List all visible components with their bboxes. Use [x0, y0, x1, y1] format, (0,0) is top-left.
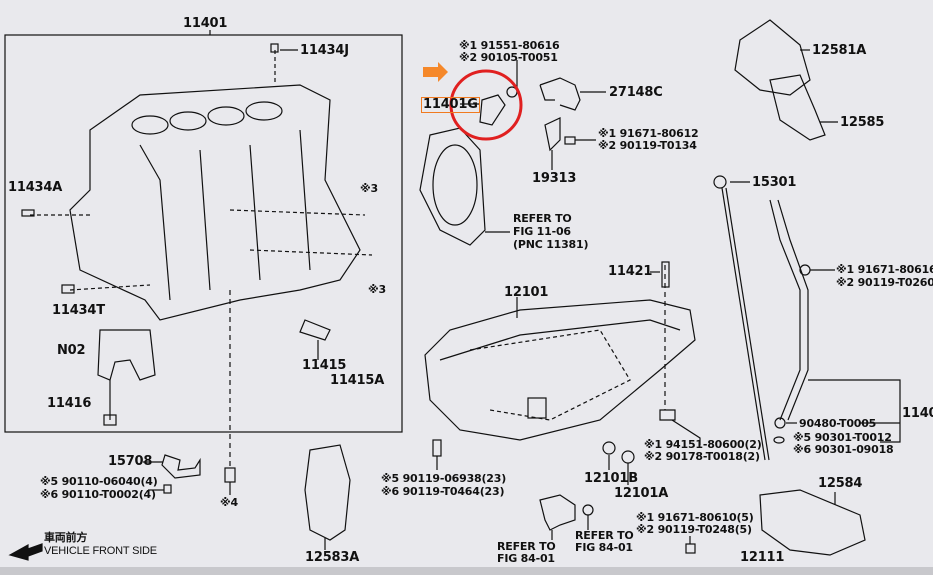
- part-label-12584[interactable]: 12584: [818, 476, 863, 491]
- ref-note-3: ※3: [368, 283, 386, 296]
- part-label-11434t[interactable]: 11434T: [52, 303, 105, 318]
- orange-pointer-arrow-icon: [423, 62, 448, 82]
- ref-note-3: ※3: [360, 182, 378, 195]
- engine-block-frame: [4, 34, 403, 433]
- part-label-11401g[interactable]: 11401G: [421, 97, 480, 113]
- figure-link[interactable]: FIG 11-06: [513, 225, 571, 238]
- refer-to-label: REFER TO: [575, 529, 634, 542]
- part-number-label[interactable]: ※5 90301-T0012: [793, 431, 892, 444]
- refer-to-label: REFER TO: [513, 212, 572, 225]
- part-label-12581a[interactable]: 12581A: [812, 43, 867, 58]
- part-label-27148c[interactable]: 27148C: [609, 85, 663, 100]
- figure-link[interactable]: FIG 84-01: [575, 541, 633, 554]
- part-number-label[interactable]: ※6 90110-T0002(4): [40, 488, 156, 501]
- engine-block: [69, 84, 361, 321]
- highlight-circle: [449, 69, 523, 141]
- part-label-11434a[interactable]: 11434A: [8, 180, 63, 195]
- part-label-11401[interactable]: 11401: [183, 16, 228, 31]
- crankshaft-position-sensor: [479, 94, 506, 126]
- part-number-label[interactable]: ※1 94151-80600(2): [644, 438, 762, 451]
- part-label-15708[interactable]: 15708: [108, 454, 153, 469]
- part-label-19313[interactable]: 19313: [532, 171, 577, 186]
- part-label-12101b[interactable]: 12101B: [584, 471, 638, 486]
- figure-link[interactable]: FIG 84-01: [497, 552, 555, 565]
- vehicle-front-arrow-icon: [8, 543, 43, 561]
- part-label-12111[interactable]: 12111: [740, 550, 785, 565]
- part-number-label[interactable]: ※6 90119-T0464(23): [381, 485, 505, 498]
- oil-pan: [424, 299, 696, 441]
- vehicle-front-label-jp: 車両前方: [44, 531, 88, 544]
- part-number-label[interactable]: ※5 90119-06938(23): [381, 472, 507, 485]
- oil-strainer-cover: [759, 489, 866, 556]
- part-label-12583a[interactable]: 12583A: [305, 550, 360, 565]
- part-label-12585[interactable]: 12585: [840, 115, 885, 130]
- part-number-label[interactable]: ※6 90301-09018: [793, 443, 894, 456]
- 12581a-part: [734, 19, 811, 96]
- bottom-scrollbar-strip[interactable]: [0, 567, 933, 575]
- 12583a-part: [304, 444, 351, 541]
- part-label-12101[interactable]: 12101: [504, 285, 549, 300]
- part-label-11421[interactable]: 11421: [608, 264, 653, 279]
- part-number-label[interactable]: ※5 90110-06040(4): [40, 475, 158, 488]
- part-label-15301[interactable]: 15301: [752, 175, 797, 190]
- 12585-part: [769, 74, 826, 141]
- pnc-label: (PNC 11381): [513, 238, 589, 251]
- vehicle-front-label: VEHICLE FRONT SIDE: [44, 545, 157, 557]
- part-label-11416[interactable]: 11416: [47, 396, 92, 411]
- part-label-n02[interactable]: N02: [57, 343, 86, 358]
- part-number-label[interactable]: ※2 90105-T0051: [459, 51, 558, 64]
- part-number-label[interactable]: ※1 91671-80612: [598, 127, 699, 140]
- bearing-cap: [97, 329, 156, 381]
- part-number-label[interactable]: ※2 90119-T0134: [598, 139, 697, 152]
- part-number-label[interactable]: ※1 91671-80616: [836, 263, 933, 276]
- part-number-label[interactable]: ※1 91671-80610(5): [636, 511, 754, 524]
- part-label-12101a[interactable]: 12101A: [614, 486, 669, 501]
- part-label-11415[interactable]: 11415: [302, 358, 347, 373]
- part-label-11415a[interactable]: 11415A: [330, 373, 385, 388]
- part-label-11434j[interactable]: 11434J: [300, 43, 349, 58]
- ref-note-4: ※4: [220, 496, 238, 509]
- part-number-label[interactable]: ※1 91551-80616: [459, 39, 560, 52]
- part-number-label[interactable]: ※2 90178-T0018(2): [644, 450, 760, 463]
- refer-to-label: REFER TO: [497, 540, 556, 553]
- part-number-label[interactable]: ※2 90119-T0260: [836, 276, 933, 289]
- part-number-label[interactable]: ※2 90119-T0248(5): [636, 523, 752, 536]
- part-number-label[interactable]: 90480-T0005: [799, 417, 877, 430]
- part-label-11409[interactable]: 11409: [902, 406, 933, 421]
